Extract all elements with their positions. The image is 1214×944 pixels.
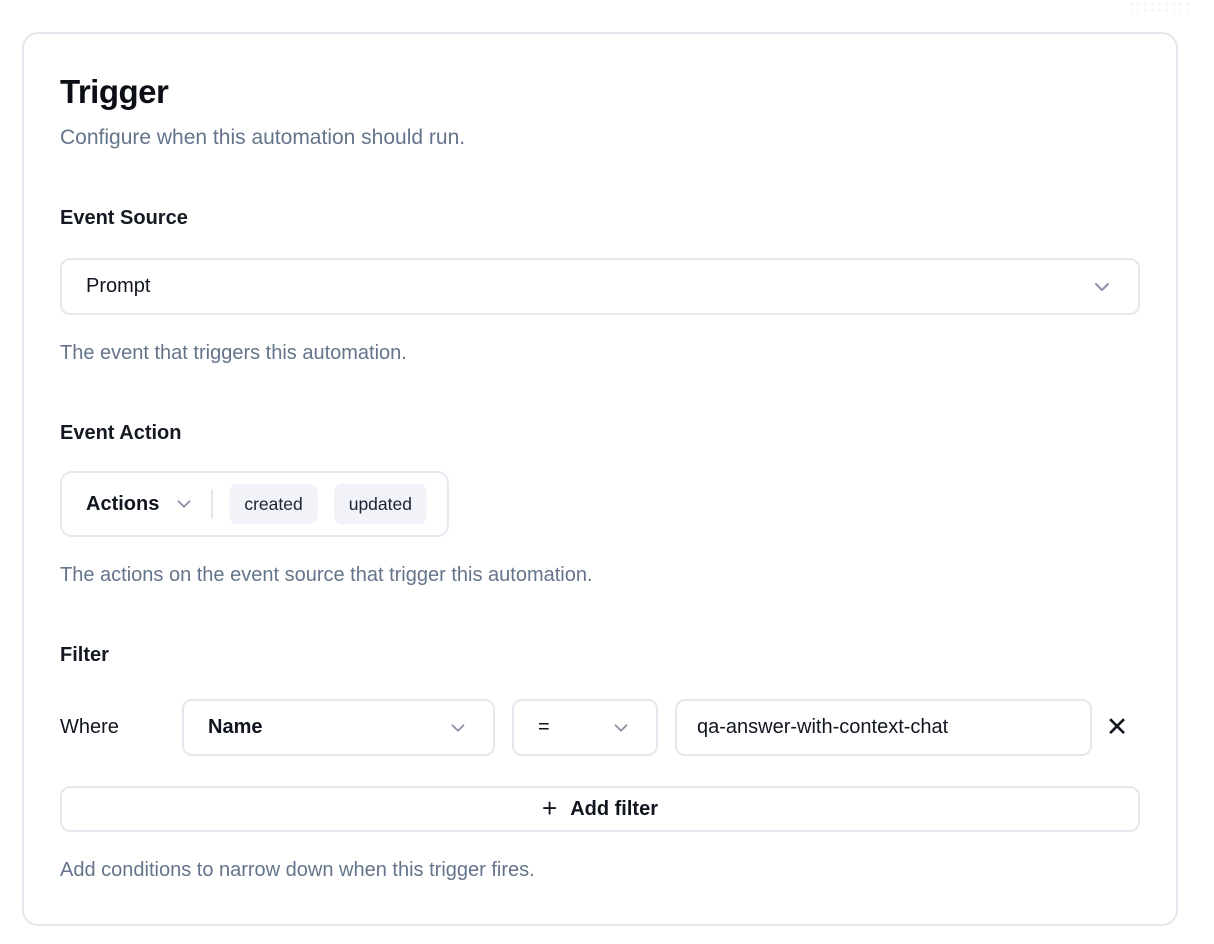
event-source-help-text: The event that triggers this automation. xyxy=(60,342,407,364)
close-icon: ✕ xyxy=(1105,712,1129,743)
event-action-help-text: The actions on the event source that tri… xyxy=(60,564,593,586)
plus-icon: + xyxy=(542,793,558,823)
page-subtitle: Configure when this automation should ru… xyxy=(60,126,466,149)
filter-operator-select[interactable]: = xyxy=(512,699,658,756)
page-title: Trigger xyxy=(60,73,169,110)
chevron-down-icon xyxy=(173,493,195,515)
actions-dropdown-button[interactable]: Actions xyxy=(86,493,195,516)
where-label: Where xyxy=(60,716,119,738)
trigger-card: Trigger Configure when this automation s… xyxy=(22,32,1178,926)
filter-field-select[interactable]: Name xyxy=(182,699,495,756)
action-tag-updated[interactable]: updated xyxy=(333,484,427,524)
remove-filter-button[interactable]: ✕ xyxy=(1094,705,1140,751)
vertical-divider xyxy=(211,489,214,519)
filter-field-selected-value: Name xyxy=(208,716,263,738)
event-action-control: Actions created updated xyxy=(60,471,449,537)
event-action-label: Event Action xyxy=(60,422,182,444)
add-filter-button-label: Add filter xyxy=(570,797,658,820)
event-source-select[interactable]: Prompt xyxy=(60,258,1140,315)
decorative-dots-pattern xyxy=(1128,0,1190,16)
chevron-down-icon xyxy=(447,717,469,739)
filter-help-text: Add conditions to narrow down when this … xyxy=(60,859,535,881)
filter-condition-row: Where Name = ✕ xyxy=(60,699,1140,756)
filter-value-input[interactable] xyxy=(675,699,1092,756)
add-filter-button[interactable]: + Add filter xyxy=(60,786,1140,832)
action-tag-created[interactable]: created xyxy=(229,484,318,524)
chevron-down-icon xyxy=(1090,275,1114,299)
filter-operator-selected-value: = xyxy=(538,716,550,738)
actions-dropdown-label: Actions xyxy=(86,492,160,515)
event-source-selected-value: Prompt xyxy=(86,275,151,297)
filter-label: Filter xyxy=(60,644,109,666)
event-source-label: Event Source xyxy=(60,207,188,229)
chevron-down-icon xyxy=(610,717,632,739)
